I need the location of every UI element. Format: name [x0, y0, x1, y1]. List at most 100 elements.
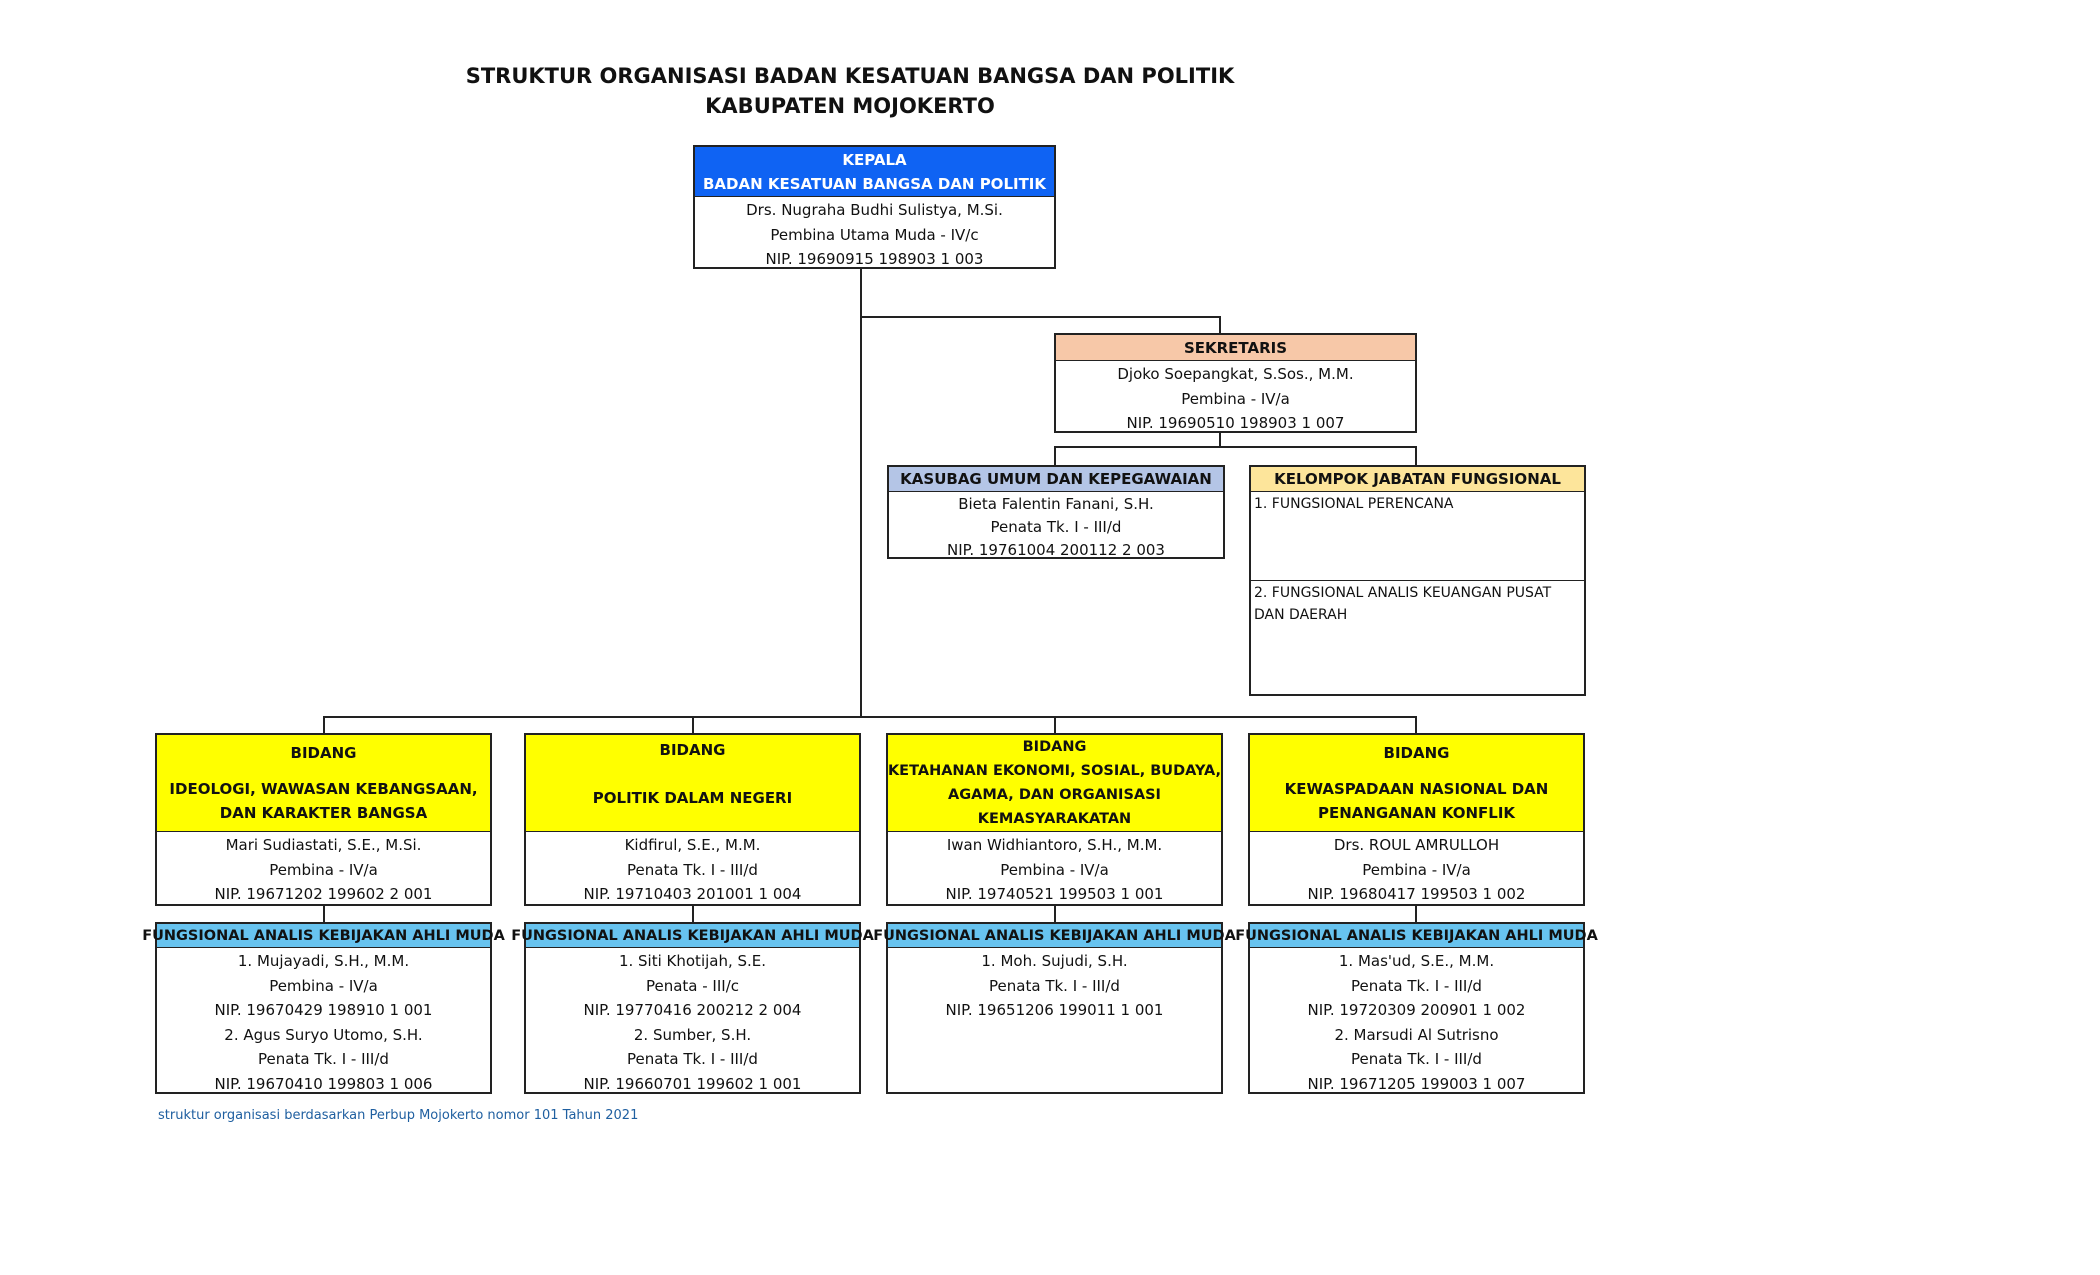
fungsional-2-header: FUNGSIONAL ANALIS KEBIJAKAN AHLI MUDA: [511, 924, 874, 948]
connector-bidang4-drop: [1415, 716, 1417, 734]
bidang-4-header: BIDANG KEWASPADAAN NASIONAL DAN PENANGAN…: [1250, 735, 1583, 832]
fungsional-3-line-3: NIP. 19651206 199011 1 001: [945, 1001, 1164, 1019]
chart-title-line1: STRUKTUR ORGANISASI BADAN KESATUAN BANGS…: [465, 64, 1235, 88]
bidang-box-4: BIDANG KEWASPADAAN NASIONAL DAN PENANGAN…: [1248, 733, 1585, 906]
fungsional-2-line-6: NIP. 19660701 199602 1 001: [583, 1074, 802, 1093]
bidang-4-title-line1: KEWASPADAAN NASIONAL DAN: [1284, 780, 1549, 798]
bidang-1-label: BIDANG: [290, 744, 357, 762]
kasubag-header: KASUBAG UMUM DAN KEPEGAWAIAN: [889, 467, 1223, 492]
bidang-box-1: BIDANG IDEOLOGI, WAWASAN KEBANGSAAN, DAN…: [155, 733, 492, 906]
bidang-3-title-line1: KETAHANAN EKONOMI, SOSIAL, BUDAYA,: [887, 763, 1222, 779]
bidang-2-rank: Penata Tk. I - III/d: [627, 860, 758, 879]
fungsional-2-line-5: Penata Tk. I - III/d: [627, 1050, 758, 1068]
bidang-3-title-line3: KEMASYARAKATAN: [977, 811, 1132, 827]
kelompok-item-1: 1. FUNGSIONAL PERENCANA: [1254, 496, 1454, 512]
bidang-1-details: Mari Sudiastati, S.E., M.Si. Pembina - I…: [157, 832, 490, 907]
bidang-box-2: BIDANG POLITIK DALAM NEGERI Kidfirul, S.…: [524, 733, 861, 906]
bidang-4-details: Drs. ROUL AMRULLOH Pembina - IV/a NIP. 1…: [1250, 832, 1583, 907]
connector-sekretaris-down: [1219, 432, 1221, 448]
kepala-nip: NIP. 19690915 198903 1 003: [765, 250, 984, 268]
bidang-1-name: Mari Sudiastati, S.E., M.Si.: [225, 836, 422, 854]
bidang-3-rank: Pembina - IV/a: [1000, 860, 1109, 879]
connector-bidang-bus: [323, 716, 1417, 718]
kepala-rank: Pembina Utama Muda - IV/c: [770, 225, 979, 244]
kasubag-box: KASUBAG UMUM DAN KEPEGAWAIAN Bieta Falen…: [887, 465, 1225, 559]
connector-bidang3-drop: [1054, 716, 1056, 734]
sekretaris-header: SEKRETARIS: [1056, 335, 1415, 361]
bidang-1-header: BIDANG IDEOLOGI, WAWASAN KEBANGSAAN, DAN…: [157, 735, 490, 832]
fungsional-1-header: FUNGSIONAL ANALIS KEBIJAKAN AHLI MUDA: [142, 924, 505, 948]
bidang-2-details: Kidfirul, S.E., M.M. Penata Tk. I - III/…: [526, 832, 859, 907]
bidang-4-rank: Pembina - IV/a: [1362, 860, 1471, 879]
bidang-3-name: Iwan Widhiantoro, S.H., M.M.: [946, 836, 1163, 854]
fungsional-box-4: FUNGSIONAL ANALIS KEBIJAKAN AHLI MUDA 1.…: [1235, 922, 1598, 1096]
kepala-title-line1: KEPALA: [842, 150, 907, 169]
fungsional-4-line-4: 2. Marsudi Al Sutrisno: [1334, 1025, 1499, 1044]
connector-fungsional2: [692, 904, 694, 924]
bidang-2-name: Kidfirul, S.E., M.M.: [624, 836, 761, 854]
bidang-1-rank: Pembina - IV/a: [269, 860, 378, 879]
bidang-2-nip: NIP. 19710403 201001 1 004: [583, 885, 802, 903]
bidang-3-nip: NIP. 19740521 199503 1 001: [945, 885, 1164, 903]
fungsional-3-line-2: Penata Tk. I - III/d: [989, 976, 1120, 995]
fungsional-2-line-4: 2. Sumber, S.H.: [633, 1025, 752, 1044]
kelompok-header: KELOMPOK JABATAN FUNGSIONAL: [1251, 467, 1584, 492]
fungsional-4-line-1: 1. Mas'ud, S.E., M.M.: [1338, 952, 1495, 970]
kepala-title-line2: BADAN KESATUAN BANGSA DAN POLITIK: [702, 174, 1047, 193]
connector-fungsional3: [1054, 904, 1056, 924]
kepala-details: Drs. Nugraha Budhi Sulistya, M.Si. Pembi…: [695, 197, 1054, 272]
fungsional-3-line-1: 1. Moh. Sujudi, S.H.: [981, 952, 1128, 970]
fungsional-1-line-2: Pembina - IV/a: [269, 976, 378, 995]
fungsional-4-header: FUNGSIONAL ANALIS KEBIJAKAN AHLI MUDA: [1235, 924, 1598, 948]
fungsional-3-details: 1. Moh. Sujudi, S.H. Penata Tk. I - III/…: [888, 948, 1221, 1023]
fungsional-4-line-2: Penata Tk. I - III/d: [1351, 976, 1482, 995]
kepala-header: KEPALA BADAN KESATUAN BANGSA DAN POLITIK: [695, 147, 1054, 197]
fungsional-1-line-1: 1. Mujayadi, S.H., M.M.: [237, 952, 410, 970]
fungsional-3-header: FUNGSIONAL ANALIS KEBIJAKAN AHLI MUDA: [873, 924, 1236, 948]
fungsional-1-line-6: NIP. 19670410 199803 1 006: [214, 1074, 433, 1093]
kepala-box: KEPALA BADAN KESATUAN BANGSA DAN POLITIK…: [693, 145, 1056, 269]
kasubag-details: Bieta Falentin Fanani, S.H. Penata Tk. I…: [889, 492, 1223, 562]
bidang-3-title-line2: AGAMA, DAN ORGANISASI: [948, 787, 1161, 803]
fungsional-1-details: 1. Mujayadi, S.H., M.M. Pembina - IV/a N…: [157, 948, 490, 1096]
fungsional-1-line-4: 2. Agus Suryo Utomo, S.H.: [224, 1025, 423, 1044]
fungsional-2-line-1: 1. Siti Khotijah, S.E.: [618, 952, 767, 970]
bidang-3-header: BIDANG KETAHANAN EKONOMI, SOSIAL, BUDAYA…: [888, 735, 1221, 832]
bidang-4-name: Drs. ROUL AMRULLOH: [1333, 836, 1500, 854]
connector-kasubag-drop: [1054, 446, 1056, 466]
fungsional-2-line-3: NIP. 19770416 200212 2 004: [583, 1001, 802, 1019]
kepala-name: Drs. Nugraha Budhi Sulistya, M.Si.: [746, 201, 1003, 219]
kelompok-list: 1. FUNGSIONAL PERENCANA 2. FUNGSIONAL AN…: [1251, 492, 1584, 694]
connector-bidang2-drop: [692, 716, 694, 734]
bidang-1-title-line1: IDEOLOGI, WAWASAN KEBANGSAAN,: [169, 780, 478, 798]
kasubag-name: Bieta Falentin Fanani, S.H.: [958, 495, 1154, 513]
sekretaris-rank: Pembina - IV/a: [1181, 389, 1290, 408]
sekretaris-details: Djoko Soepangkat, S.Sos., M.M. Pembina -…: [1056, 361, 1415, 436]
fungsional-4-line-5: Penata Tk. I - III/d: [1351, 1050, 1482, 1068]
fungsional-box-3: FUNGSIONAL ANALIS KEBIJAKAN AHLI MUDA 1.…: [873, 922, 1236, 1094]
bidang-2-label: BIDANG: [659, 741, 726, 759]
connector-sekretaris-branch: [1054, 446, 1417, 448]
kelompok-box: KELOMPOK JABATAN FUNGSIONAL 1. FUNGSIONA…: [1249, 465, 1586, 696]
bidang-box-3: BIDANG KETAHANAN EKONOMI, SOSIAL, BUDAYA…: [886, 733, 1223, 906]
fungsional-2-details: 1. Siti Khotijah, S.E. Penata - III/c NI…: [526, 948, 859, 1096]
bidang-3-details: Iwan Widhiantoro, S.H., M.M. Pembina - I…: [888, 832, 1221, 907]
bidang-3-label: BIDANG: [1022, 739, 1087, 755]
kelompok-item-2: 2. FUNGSIONAL ANALIS KEUANGAN PUSAT DAN …: [1251, 580, 1584, 694]
bidang-4-nip: NIP. 19680417 199503 1 002: [1307, 885, 1526, 903]
fungsional-2-line-2: Penata - III/c: [645, 976, 740, 995]
connector-kelompok-drop: [1415, 446, 1417, 466]
fungsional-1-line-3: NIP. 19670429 198910 1 001: [214, 1001, 433, 1019]
bidang-4-label: BIDANG: [1383, 744, 1450, 762]
chart-title-line2: KABUPATEN MOJOKERTO: [705, 94, 995, 118]
fungsional-1-line-5: Penata Tk. I - III/d: [258, 1050, 389, 1068]
fungsional-4-line-6: NIP. 19671205 199003 1 007: [1307, 1074, 1526, 1093]
bidang-2-title-line1: POLITIK DALAM NEGERI: [592, 789, 793, 807]
connector-sekretaris-drop: [1219, 316, 1221, 334]
connector-kepala-trunk: [860, 268, 862, 718]
sekretaris-nip: NIP. 19690510 198903 1 007: [1126, 414, 1345, 432]
connector-bidang1-drop: [323, 716, 325, 734]
bidang-1-title-line2: DAN KARAKTER BANGSA: [219, 804, 428, 822]
fungsional-4-details: 1. Mas'ud, S.E., M.M. Penata Tk. I - III…: [1250, 948, 1583, 1096]
connector-to-sekretaris: [860, 316, 1221, 318]
